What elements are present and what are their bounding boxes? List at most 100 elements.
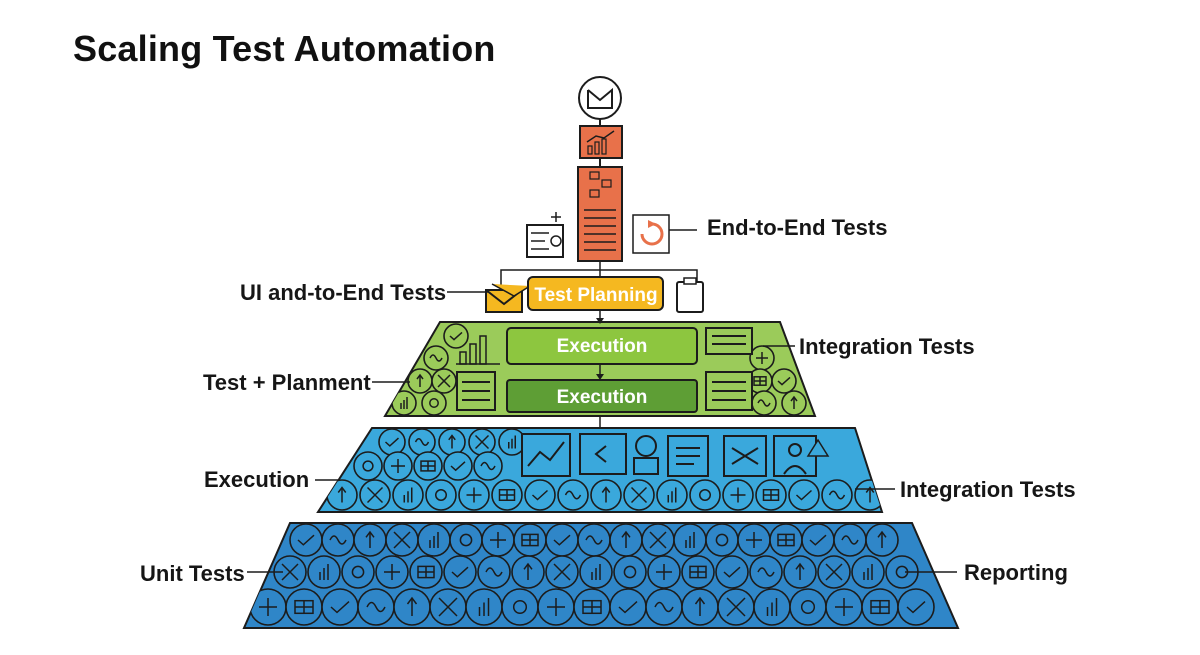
unit-tests-icon-grid bbox=[249, 523, 935, 626]
test-glyph-icon bbox=[403, 487, 413, 503]
execution-box-1: Execution bbox=[506, 327, 698, 365]
icon-circle bbox=[897, 588, 935, 626]
test-planning-box: Test Planning bbox=[527, 276, 664, 311]
icon-circle bbox=[449, 523, 483, 557]
label-integration-tests-bottom: Integration Tests bbox=[900, 477, 1076, 502]
test-glyph-icon bbox=[366, 486, 384, 504]
test-glyph-icon bbox=[800, 599, 816, 615]
icon-circle bbox=[801, 523, 835, 557]
test-glyph-icon bbox=[485, 567, 503, 577]
test-glyph-icon bbox=[451, 566, 469, 578]
test-glyph-icon bbox=[618, 601, 638, 614]
line-chart-icon bbox=[521, 433, 571, 477]
icon-circle bbox=[705, 523, 739, 557]
bar-chart-icon bbox=[456, 335, 500, 365]
test-glyph-icon bbox=[521, 533, 539, 547]
test-glyph-icon bbox=[777, 533, 795, 547]
icon-circle bbox=[524, 479, 556, 511]
test-glyph-icon bbox=[685, 532, 695, 548]
icon-circle bbox=[341, 555, 375, 589]
test-glyph-icon bbox=[877, 530, 887, 548]
icon-circle bbox=[501, 588, 539, 626]
execution-box-2: Execution bbox=[506, 379, 698, 413]
test-glyph-icon bbox=[649, 531, 667, 549]
test-glyph-icon bbox=[654, 601, 674, 613]
test-glyph-icon bbox=[449, 331, 463, 341]
test-glyph-icon bbox=[474, 434, 490, 450]
test-glyph-icon bbox=[553, 563, 571, 581]
test-glyph-icon bbox=[420, 460, 436, 472]
test-glyph-icon bbox=[437, 374, 451, 388]
test-glyph-icon bbox=[329, 535, 347, 545]
report-icon bbox=[667, 435, 709, 477]
icon-circle bbox=[715, 555, 749, 589]
test-glyph-icon bbox=[795, 489, 813, 501]
test-glyph-icon bbox=[448, 434, 456, 449]
label-ui-end-to-end-tests: UI and-to-End Tests bbox=[240, 280, 447, 305]
test-glyph-icon bbox=[490, 532, 506, 548]
test-glyph-icon bbox=[601, 486, 611, 503]
test-glyph-icon bbox=[391, 459, 405, 473]
test-glyph-icon bbox=[466, 487, 482, 503]
test-glyph-icon bbox=[564, 490, 582, 500]
icon-circle bbox=[425, 479, 457, 511]
test-glyph-icon bbox=[429, 398, 439, 408]
test-glyph-icon bbox=[689, 565, 707, 579]
test-glyph-icon bbox=[438, 597, 458, 617]
test-glyph-icon bbox=[582, 599, 602, 615]
test-glyph-icon bbox=[480, 461, 496, 471]
icon-circle bbox=[789, 588, 827, 626]
integration-feature-icons bbox=[521, 433, 830, 477]
test-glyph-icon bbox=[656, 564, 672, 580]
settings-doc-icon bbox=[526, 212, 564, 258]
test-glyph-icon bbox=[553, 534, 571, 546]
test-glyph-icon bbox=[835, 598, 853, 616]
top-mail-icon bbox=[578, 76, 622, 120]
test-glyph-icon bbox=[694, 596, 706, 616]
test-glyph-icon bbox=[667, 487, 677, 503]
user-warning-icon bbox=[773, 435, 830, 477]
execution-box-1-label: Execution bbox=[557, 336, 648, 357]
test-glyph-icon bbox=[459, 533, 473, 547]
test-glyph-icon bbox=[478, 598, 490, 616]
test-glyph-icon bbox=[498, 489, 516, 501]
test-glyph-icon bbox=[621, 530, 631, 548]
icon-circle bbox=[443, 451, 473, 481]
test-glyph-icon bbox=[865, 486, 875, 503]
test-glyph-icon bbox=[294, 599, 314, 615]
refresh-icon bbox=[632, 214, 670, 254]
test-glyph-icon bbox=[523, 562, 533, 580]
test-glyph-icon bbox=[630, 486, 648, 504]
icon-circle bbox=[771, 368, 797, 394]
test-glyph-icon bbox=[623, 565, 637, 579]
icon-circle bbox=[613, 555, 647, 589]
icon-circle bbox=[289, 523, 323, 557]
test-glyph-icon bbox=[435, 489, 447, 501]
test-glyph-icon bbox=[730, 487, 746, 503]
test-glyph-icon bbox=[746, 532, 762, 548]
green-right-panel bbox=[705, 327, 753, 411]
test-glyph-icon bbox=[330, 601, 350, 614]
test-glyph-icon bbox=[753, 376, 767, 386]
test-glyph-icon bbox=[531, 489, 549, 501]
test-glyph-icon bbox=[756, 352, 768, 364]
robot-icon bbox=[633, 435, 659, 475]
test-glyph-icon bbox=[429, 354, 443, 362]
icon-circle bbox=[443, 555, 477, 589]
label-execution: Execution bbox=[204, 467, 310, 492]
test-glyph-icon bbox=[825, 563, 843, 581]
test-glyph-icon bbox=[365, 530, 375, 548]
test-glyph-icon bbox=[351, 565, 365, 579]
test-glyph-icon bbox=[591, 564, 601, 580]
icon-circle bbox=[689, 479, 721, 511]
flowchart-document-icon bbox=[577, 166, 623, 262]
test-glyph-icon bbox=[723, 566, 741, 578]
test-glyph-icon bbox=[870, 599, 890, 615]
label-unit-tests: Unit Tests bbox=[140, 561, 245, 586]
test-glyph-icon bbox=[699, 489, 711, 501]
test-glyph-icon bbox=[362, 460, 374, 472]
test-glyph-icon bbox=[508, 435, 516, 449]
integration-icon-grid bbox=[326, 428, 882, 511]
test-glyph-icon bbox=[762, 489, 780, 501]
icon-circle bbox=[378, 428, 406, 456]
